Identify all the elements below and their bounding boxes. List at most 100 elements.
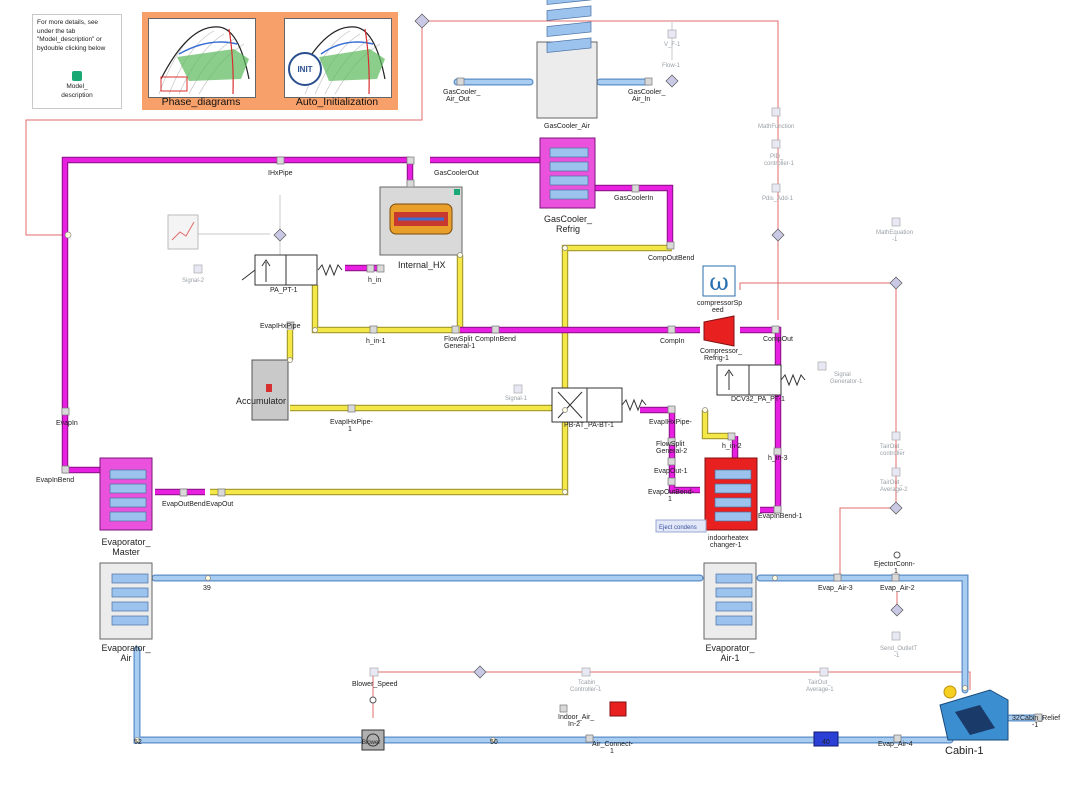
evapout-1-label: EvapOut-1: [654, 468, 688, 475]
indoor-air-in-label: Indoor_Air_: [558, 714, 594, 721]
flowsplit-general-1-label: FlowSplit: [444, 336, 472, 343]
eject-condensate-label: Eject condens: [659, 525, 697, 531]
eject-condensate-button[interactable]: [655, 519, 707, 533]
evap-air-3-label: Evap_Air-3: [818, 585, 853, 592]
tair-controller-label: TairOut_: [880, 444, 903, 450]
pipe-connectors: [61, 77, 1043, 743]
note-line: For more details, see: [37, 19, 99, 26]
compressor-label-2: Refrig-1: [704, 355, 729, 362]
n50-label: 50: [490, 739, 498, 746]
indoor-air-source[interactable]: [609, 701, 627, 717]
signal1-label: Signal-1: [505, 396, 528, 402]
gascooler-refrig-hx[interactable]: [539, 137, 596, 209]
gascoolerout-label: GasCoolerOut: [434, 170, 479, 177]
controller-blocks: [193, 29, 901, 677]
gascooler-air-in-label: GasCooler_: [628, 89, 665, 96]
evapoutbend-1-label: EvapOutBend-: [648, 489, 695, 496]
navigation-panel: Phase_diagrams INIT Auto_Initialization: [142, 12, 398, 110]
evapinbend-label: EvapInBend: [36, 477, 74, 484]
dcv32-valve[interactable]: [716, 364, 806, 396]
n39-label: 39: [203, 585, 211, 592]
evap-air-4-label: Evap_Air-4: [878, 741, 913, 748]
signal2-label: Signal-2: [182, 278, 205, 284]
auto-initialization-label: Auto_Initialization: [295, 96, 379, 108]
ejector-connector: [893, 551, 901, 559]
ejectorconn-label-2: 1: [894, 568, 898, 575]
evaporator-air-hx[interactable]: [99, 562, 153, 640]
gascooler-air-label: GasCooler_Air: [544, 123, 591, 130]
auto-init-icon: INIT: [285, 19, 391, 97]
tairout-average-1-label: TairOut_: [808, 680, 831, 686]
grey-signal-lines: [197, 21, 673, 260]
compressor[interactable]: [703, 315, 735, 347]
cabin-relief-label: Cabin_Relief: [1020, 715, 1060, 722]
signal-generator-label-2: Generator-1: [830, 379, 863, 385]
evaporator-air-label-2: Air: [121, 653, 132, 663]
pa-pt-label: PA_PT-1: [270, 287, 298, 294]
blower-speed-node: [369, 696, 377, 704]
air-pipes: [134, 79, 1043, 743]
flow-label: Flow-1: [662, 63, 681, 69]
blower-label: Blower: [362, 740, 380, 746]
indoorheatex-label: indoorheatex: [708, 535, 749, 542]
omega-icon: ω: [709, 268, 729, 296]
evaporator-air-1-label-2: Air-1: [720, 653, 739, 663]
info-note: For more details, see under the tab "Mod…: [32, 14, 122, 109]
h-in-1-label: h_in-1: [366, 338, 386, 345]
blower[interactable]: [361, 729, 385, 751]
dcv32-label: DCV32_PA_PT-1: [731, 396, 785, 403]
internal-hx-label: Internal_HX: [398, 260, 446, 270]
graph-icon[interactable]: [167, 214, 199, 250]
phase-diagrams-thumbnail[interactable]: [148, 18, 256, 98]
tairout-average-2-label: TairOut_: [880, 480, 903, 486]
h-in-label: h_in: [368, 277, 381, 284]
pb-at-valve[interactable]: [551, 387, 647, 423]
compressor-label: Compressor_: [700, 348, 742, 355]
evaporator-air-label: Evaporator_: [101, 643, 151, 653]
compin-label: CompIn: [660, 338, 685, 345]
compressor-speed-block[interactable]: [702, 265, 736, 297]
auto-initialization-thumbnail[interactable]: INIT: [284, 18, 392, 98]
evap-air-2-label: Evap_Air-2: [880, 585, 915, 592]
evapihxpipe-label: EvapIHxPipe: [260, 323, 301, 330]
indoorheatex-label-2: changer-1: [710, 542, 742, 549]
pipe-junctions: [64, 231, 968, 743]
evaporator-air-1-hx[interactable]: [703, 562, 757, 640]
model-description-icon[interactable]: [72, 71, 82, 81]
fan-icon: [366, 733, 380, 747]
internal-hx[interactable]: [379, 186, 463, 256]
indoor-heat-exchanger[interactable]: [704, 457, 758, 531]
accumulator-marker-icon: [266, 384, 272, 392]
air-pump[interactable]: [813, 731, 839, 747]
compoutbend-label: CompOutBend: [648, 255, 694, 262]
evaporator-air-1-label: Evaporator_: [705, 643, 755, 653]
pa-pt-valve[interactable]: [241, 254, 343, 286]
pid-controller-label-2: controller-1: [764, 161, 795, 167]
gascooler-air-out-label-2: Air_Out: [446, 96, 470, 103]
evaporator-master-hx[interactable]: [99, 457, 153, 531]
gascooler-air-hx[interactable]: [536, 0, 598, 119]
tairout-average-1-label-2: Average-1: [806, 687, 834, 693]
n32-label: 32: [1012, 715, 1020, 722]
sensor-icons: [273, 13, 904, 679]
flowsplit-general-1-label-2: General-1: [444, 343, 475, 350]
indoor-air-in-label-2: In-2: [568, 721, 580, 728]
cabin-icon[interactable]: [939, 685, 1009, 741]
phase-diagram-icon: [149, 19, 255, 97]
signal-lines: [25, 20, 971, 718]
note-line: under the tab: [37, 27, 76, 35]
hot-pipes: [63, 158, 780, 512]
mathequation-label-2: -1: [892, 237, 898, 243]
signal-generator-label: Signal: [834, 372, 851, 378]
gascooler-refrig-label: GasCooler_: [544, 214, 593, 224]
evapout-label: EvapOut: [206, 501, 233, 508]
tairout-average-2-label-2: Average-2: [880, 487, 908, 493]
evapihxpipe-1-label-2: 1: [348, 426, 352, 433]
compout-label: CompOut: [763, 336, 793, 343]
blower-speed-label: Blower_Speed: [352, 681, 398, 688]
evapoutbend-label: EvapOutBend: [162, 501, 206, 508]
note-line: bydouble clicking below: [37, 44, 106, 52]
labels: GasCooler_ Air_Out GasCooler_Air GasCool…: [36, 42, 1060, 757]
pb-at-label: PB-AT_PA-BT-1: [564, 422, 614, 429]
model-description-label-2: description: [61, 91, 93, 99]
